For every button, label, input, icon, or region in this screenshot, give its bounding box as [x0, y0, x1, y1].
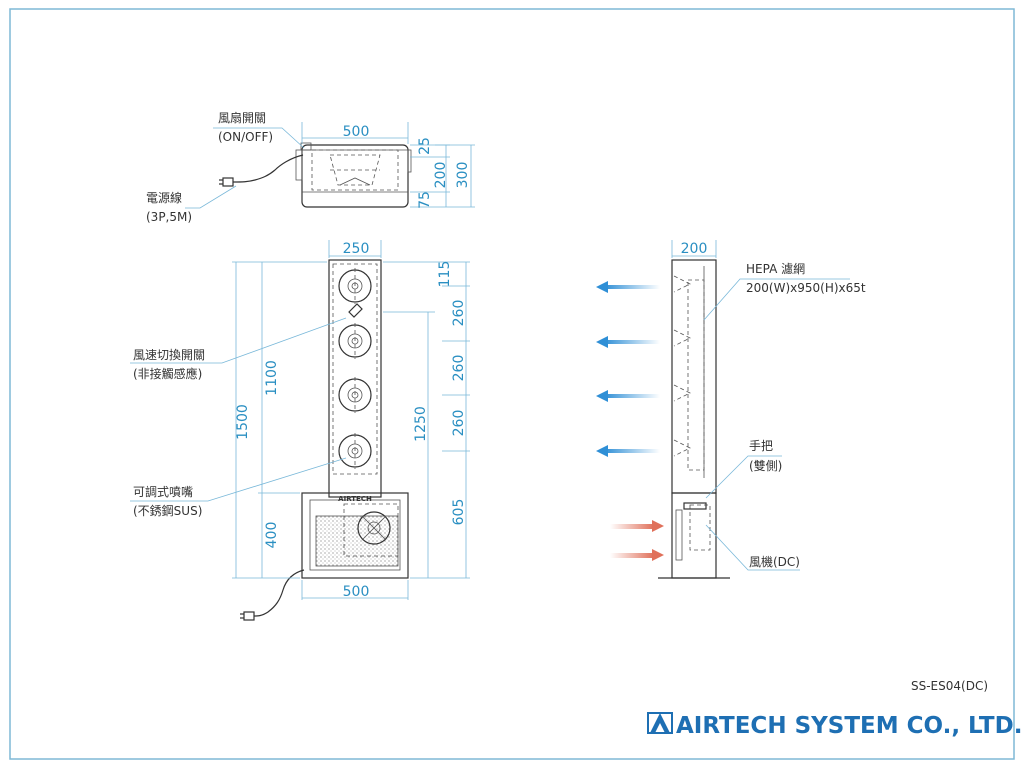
front-nozzle-span-dim: 1250	[413, 406, 429, 442]
seg2-dim: 260	[451, 300, 467, 327]
front-width-dim: 250	[343, 241, 370, 257]
nozzle-4	[338, 433, 372, 469]
front-base-dim: 400	[264, 522, 280, 549]
seg3-dim: 260	[451, 355, 467, 382]
nozzle-3	[338, 377, 372, 413]
model-number: SS-ES04(DC)	[911, 679, 988, 693]
nozzle-sub: (不銹鋼SUS)	[133, 504, 202, 518]
side-view: 200 HEPA 濾網 200(W)x95	[596, 240, 866, 579]
top-total-dim: 300	[455, 162, 471, 189]
front-total-dim: 1500	[235, 404, 251, 440]
outflow-arrow-3	[596, 390, 660, 402]
nozzle-2	[338, 323, 372, 359]
top-width-dim: 500	[343, 124, 370, 140]
hepa-label: HEPA 濾網	[746, 261, 805, 276]
outflow-arrow-2	[596, 336, 660, 348]
power-cord-sub: (3P,5M)	[146, 210, 192, 224]
nozzle-1	[338, 268, 372, 304]
base-filter-grille	[315, 515, 399, 567]
seg1-dim: 115	[437, 261, 453, 288]
base-logo: AIRTECH	[338, 495, 372, 503]
seg4-dim: 260	[451, 410, 467, 437]
fan-switch-label: 風扇開關	[218, 110, 266, 125]
company-logo	[647, 712, 673, 734]
speed-switch-sensor	[348, 303, 363, 318]
inflow-arrow-2	[610, 549, 664, 561]
fan-dc-label: 風機(DC)	[749, 554, 800, 569]
handle-sub: (雙側)	[749, 459, 782, 473]
top-view: 500 25 200 75 300 風扇開關 (ON/OFF) 電源線 (3P,…	[146, 110, 475, 224]
inflow-arrow-1	[610, 520, 664, 532]
handle-label: 手把	[749, 439, 773, 453]
fan-switch-sub: (ON/OFF)	[218, 130, 273, 144]
sheet-border	[9, 8, 1015, 760]
speed-switch-label: 風速切換開關	[133, 348, 205, 362]
power-cord-label: 電源線	[146, 190, 182, 205]
top-h3-dim: 75	[417, 191, 433, 209]
top-h2-dim: 200	[433, 162, 449, 189]
company-name: AIRTECH SYSTEM CO., LTD.	[676, 713, 1022, 739]
outflow-arrow-4	[596, 445, 660, 457]
front-base-width-dim: 500	[343, 584, 370, 600]
front-view: AIRTECH 250 500 1500 1100 400 1250 11	[130, 240, 470, 621]
seg5-dim: 605	[451, 499, 467, 526]
nozzle-label: 可調式噴嘴	[133, 485, 193, 499]
outflow-arrow-1	[596, 281, 660, 293]
front-column-dim: 1100	[264, 360, 280, 396]
hepa-sub: 200(W)x950(H)x65t	[746, 281, 866, 295]
speed-switch-sub: (非接觸感應)	[133, 366, 202, 381]
side-width-dim: 200	[681, 241, 708, 257]
top-h1-dim: 25	[417, 137, 433, 155]
